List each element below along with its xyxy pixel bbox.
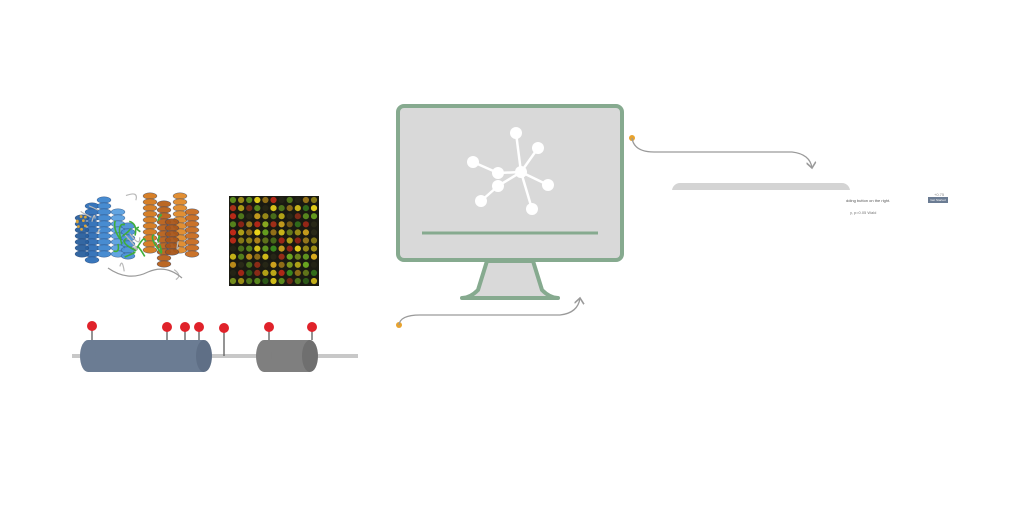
microarray-grid-icon: [229, 196, 319, 286]
computer-monitor-icon: [396, 104, 624, 300]
protein-domain-icon: [72, 321, 358, 372]
population-groups-icon: [672, 183, 850, 320]
output-arrow: [629, 135, 812, 168]
network-graph-icon: [467, 127, 554, 215]
input-arrow: [396, 298, 580, 328]
protein-structure-icon: [74, 192, 200, 281]
domain-cylinder-blue: [80, 340, 212, 372]
domain-cylinder-gray: [256, 340, 318, 372]
monitor-stand: [460, 259, 560, 300]
